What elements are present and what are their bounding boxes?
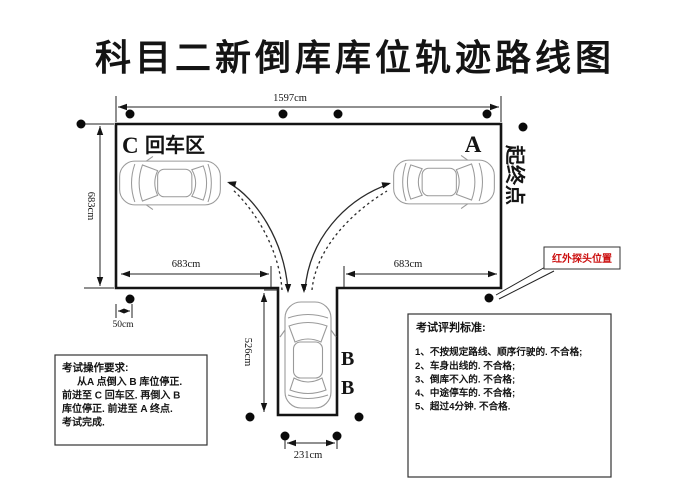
sensor-dot — [76, 119, 86, 129]
sensor-dot — [518, 122, 528, 132]
zone-c-area-label: 回车区 — [145, 133, 205, 157]
sensor-dot — [278, 109, 288, 119]
sensor-dot — [245, 412, 255, 422]
infrared-callout-box — [543, 246, 621, 270]
judging-criteria-box: 考试评判标准: 1、不按规定路线、顺序行驶的. 不合格; 2、车身出线的. 不合… — [407, 313, 612, 478]
car-in-c-zone — [119, 155, 221, 211]
sensor-dot — [482, 109, 492, 119]
criteria-box-title: 考试评判标准: — [416, 320, 486, 334]
operation-box-line: 库位停正. 前进至 A 终点. — [62, 402, 173, 415]
trajectory-arrowheads — [226, 178, 392, 293]
dim-sensor-offset: 50cm — [112, 320, 134, 330]
zone-b-label-1: B — [341, 348, 354, 370]
sensor-dot — [354, 412, 364, 422]
sensor-dot — [125, 294, 135, 304]
infrared-callout: 红外探头位置 — [495, 246, 621, 300]
sensor-dot — [333, 109, 343, 119]
operation-box-line: 前进至 C 回车区. 再倒入 B — [62, 389, 180, 402]
dim-top-width: 1597cm — [273, 93, 307, 104]
operation-box-line: 考试完成. — [62, 416, 105, 429]
criteria-item: 3、倒库不入的. 不合格; — [415, 374, 515, 386]
zone-c-label: C — [122, 133, 139, 158]
page-title: 科目二新倒库库位轨迹路线图 — [95, 38, 615, 78]
car-at-a-point — [393, 154, 495, 210]
operation-box-title: 考试操作要求: — [62, 361, 129, 374]
dim-left-height: 683cm — [85, 192, 96, 221]
sensor-dot — [484, 293, 494, 303]
trajectory-right — [304, 183, 390, 291]
zone-b-label-2: B — [341, 377, 354, 399]
operation-box-line: 从A 点倒入 B 库位停正. — [77, 375, 182, 388]
sensor-dot — [280, 431, 290, 441]
zone-a-label: A — [465, 132, 482, 157]
sensor-dots — [76, 109, 528, 441]
dimension-lines — [84, 96, 502, 449]
operation-requirements-box: 考试操作要求: 从A 点倒入 B 库位停正. 前进至 C 回车区. 再倒入 B … — [54, 354, 208, 446]
sensor-dot — [332, 431, 342, 441]
dim-slot-width: 231cm — [294, 450, 323, 461]
sensor-dot — [125, 109, 135, 119]
criteria-item: 4、中途停车的. 不合格; — [415, 387, 515, 399]
criteria-item: 5、超过4分钟. 不合格. — [415, 401, 510, 413]
criteria-item: 2、车身出线的. 不合格; — [415, 360, 515, 372]
infrared-callout-label: 红外探头位置 — [552, 252, 612, 265]
criteria-item: 1、不按规定路线、顺序行驶的. 不合格; — [415, 346, 582, 358]
trajectory-left — [228, 182, 289, 291]
dim-bottom-right: 683cm — [394, 259, 423, 270]
dim-slot-depth: 526cm — [242, 338, 253, 367]
start-end-label: 起终点 — [503, 144, 527, 205]
car-in-b-slot — [279, 301, 337, 409]
dim-bottom-left: 683cm — [172, 259, 201, 270]
course-outline — [114, 122, 503, 417]
